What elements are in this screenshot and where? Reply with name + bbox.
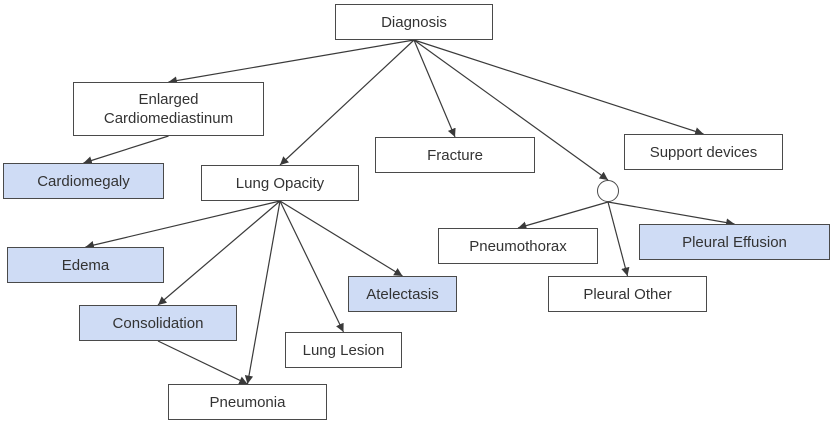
edge-lung-opacity-to-consolidation [157,200,281,306]
node-lung-lesion-label: Lung Lesion [302,341,385,359]
node-pleural-effusion[interactable]: Pleural Effusion [639,224,830,260]
edge-diagnosis-to-support-devices [413,39,704,136]
node-diagnosis-label: Diagnosis [381,13,447,31]
edge-pleural-group-to-pleural-effusion [607,201,735,227]
edge-lung-opacity-to-atelectasis [279,200,403,277]
node-enlarged-cardiomediastinum[interactable]: Enlarged Cardiomediastinum [73,82,264,136]
node-edema[interactable]: Edema [7,247,164,283]
edge-lung-opacity-to-edema [85,200,281,250]
node-consolidation-label: Consolidation [112,314,204,332]
node-lung-lesion[interactable]: Lung Lesion [285,332,402,368]
node-pneumothorax-label: Pneumothorax [469,237,567,255]
node-cardiomegaly[interactable]: Cardiomegaly [3,163,164,199]
node-pneumonia-label: Pneumonia [209,393,286,411]
node-pleural-effusion-label: Pleural Effusion [682,233,787,251]
node-atelectasis[interactable]: Atelectasis [348,276,457,312]
edge-pleural-group-to-pleural-other [607,201,630,277]
edge-enlarged-cardiomediastinum-to-cardiomegaly [83,135,169,165]
edge-lung-opacity-to-pneumonia [244,200,281,385]
node-consolidation[interactable]: Consolidation [79,305,237,341]
edge-pleural-group-to-pneumothorax [517,201,609,230]
edge-diagnosis-to-pleural-group [413,39,609,181]
node-pneumothorax[interactable]: Pneumothorax [438,228,598,264]
node-lung-opacity[interactable]: Lung Opacity [201,165,359,201]
node-support-devices-label: Support devices [649,143,758,161]
node-pleural-other[interactable]: Pleural Other [548,276,707,312]
node-cardiomegaly-label: Cardiomegaly [37,172,130,190]
edge-diagnosis-to-lung-opacity [279,39,415,166]
node-fracture-label: Fracture [427,146,483,164]
node-lung-opacity-label: Lung Opacity [235,174,325,192]
node-pneumonia[interactable]: Pneumonia [168,384,327,420]
node-pleural-other-label: Pleural Other [583,285,672,303]
node-support-devices[interactable]: Support devices [624,134,783,170]
node-enlarged-cardiomediastinum-label: Enlarged Cardiomediastinum [103,91,234,127]
edge-lung-opacity-to-lung-lesion [279,200,345,333]
node-diagnosis[interactable]: Diagnosis [335,4,493,40]
edge-consolidation-to-pneumonia [157,340,248,385]
node-fracture[interactable]: Fracture [375,137,535,173]
edge-diagnosis-to-enlarged-cardiomediastinum [168,39,415,85]
node-atelectasis-label: Atelectasis [366,285,439,303]
pleural-junction-circle [597,180,619,202]
edge-diagnosis-to-fracture [413,39,456,138]
node-edema-label: Edema [61,256,110,274]
